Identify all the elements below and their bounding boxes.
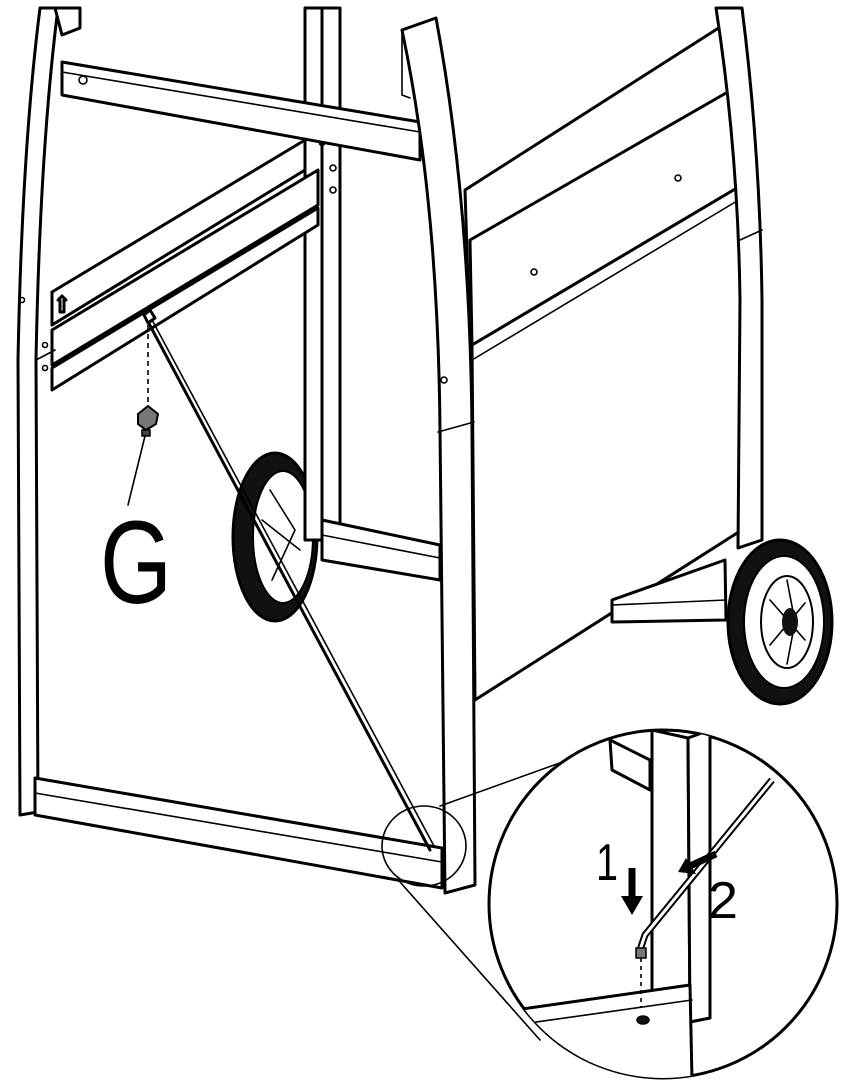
top-crossbar xyxy=(60,60,422,162)
rear-leg-right xyxy=(714,6,764,550)
diagonal-brace-rod xyxy=(142,308,435,852)
side-panel-right xyxy=(463,20,747,702)
screw-g xyxy=(127,325,160,506)
rear-leg-left xyxy=(303,6,342,557)
bottom-front-crossbar xyxy=(33,776,444,890)
left-shelf-runner xyxy=(50,138,320,392)
zoom-detail xyxy=(487,728,839,1080)
front-leg-left xyxy=(16,6,82,817)
part-label-g: G xyxy=(100,497,172,629)
step-label-1: 1 xyxy=(596,834,618,892)
rear-wheel-right xyxy=(726,538,834,706)
step-label-2: 2 xyxy=(708,872,738,930)
callout-source-circle xyxy=(381,736,633,1041)
rear-bottom-crossbar xyxy=(320,518,442,582)
front-leg-right xyxy=(400,16,477,895)
